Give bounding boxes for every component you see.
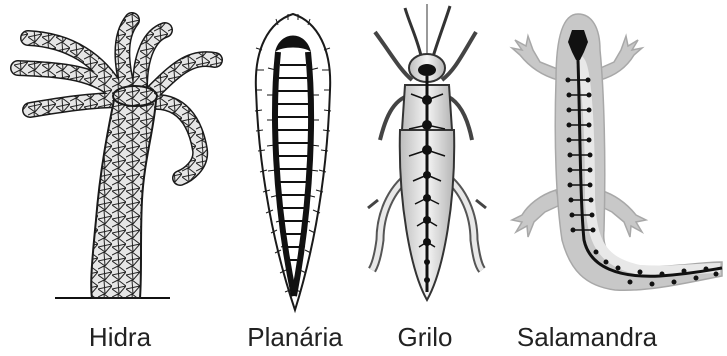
label-salamandra: Salamandra bbox=[512, 322, 662, 352]
label-hidra: Hidra bbox=[70, 322, 170, 352]
planarian-illustration bbox=[255, 14, 331, 310]
label-grilo: Grilo bbox=[380, 322, 470, 352]
salamander-illustration bbox=[512, 14, 722, 290]
hydra-illustration bbox=[18, 20, 215, 298]
label-planaria: Planária bbox=[230, 322, 360, 352]
cricket-illustration bbox=[368, 4, 486, 300]
